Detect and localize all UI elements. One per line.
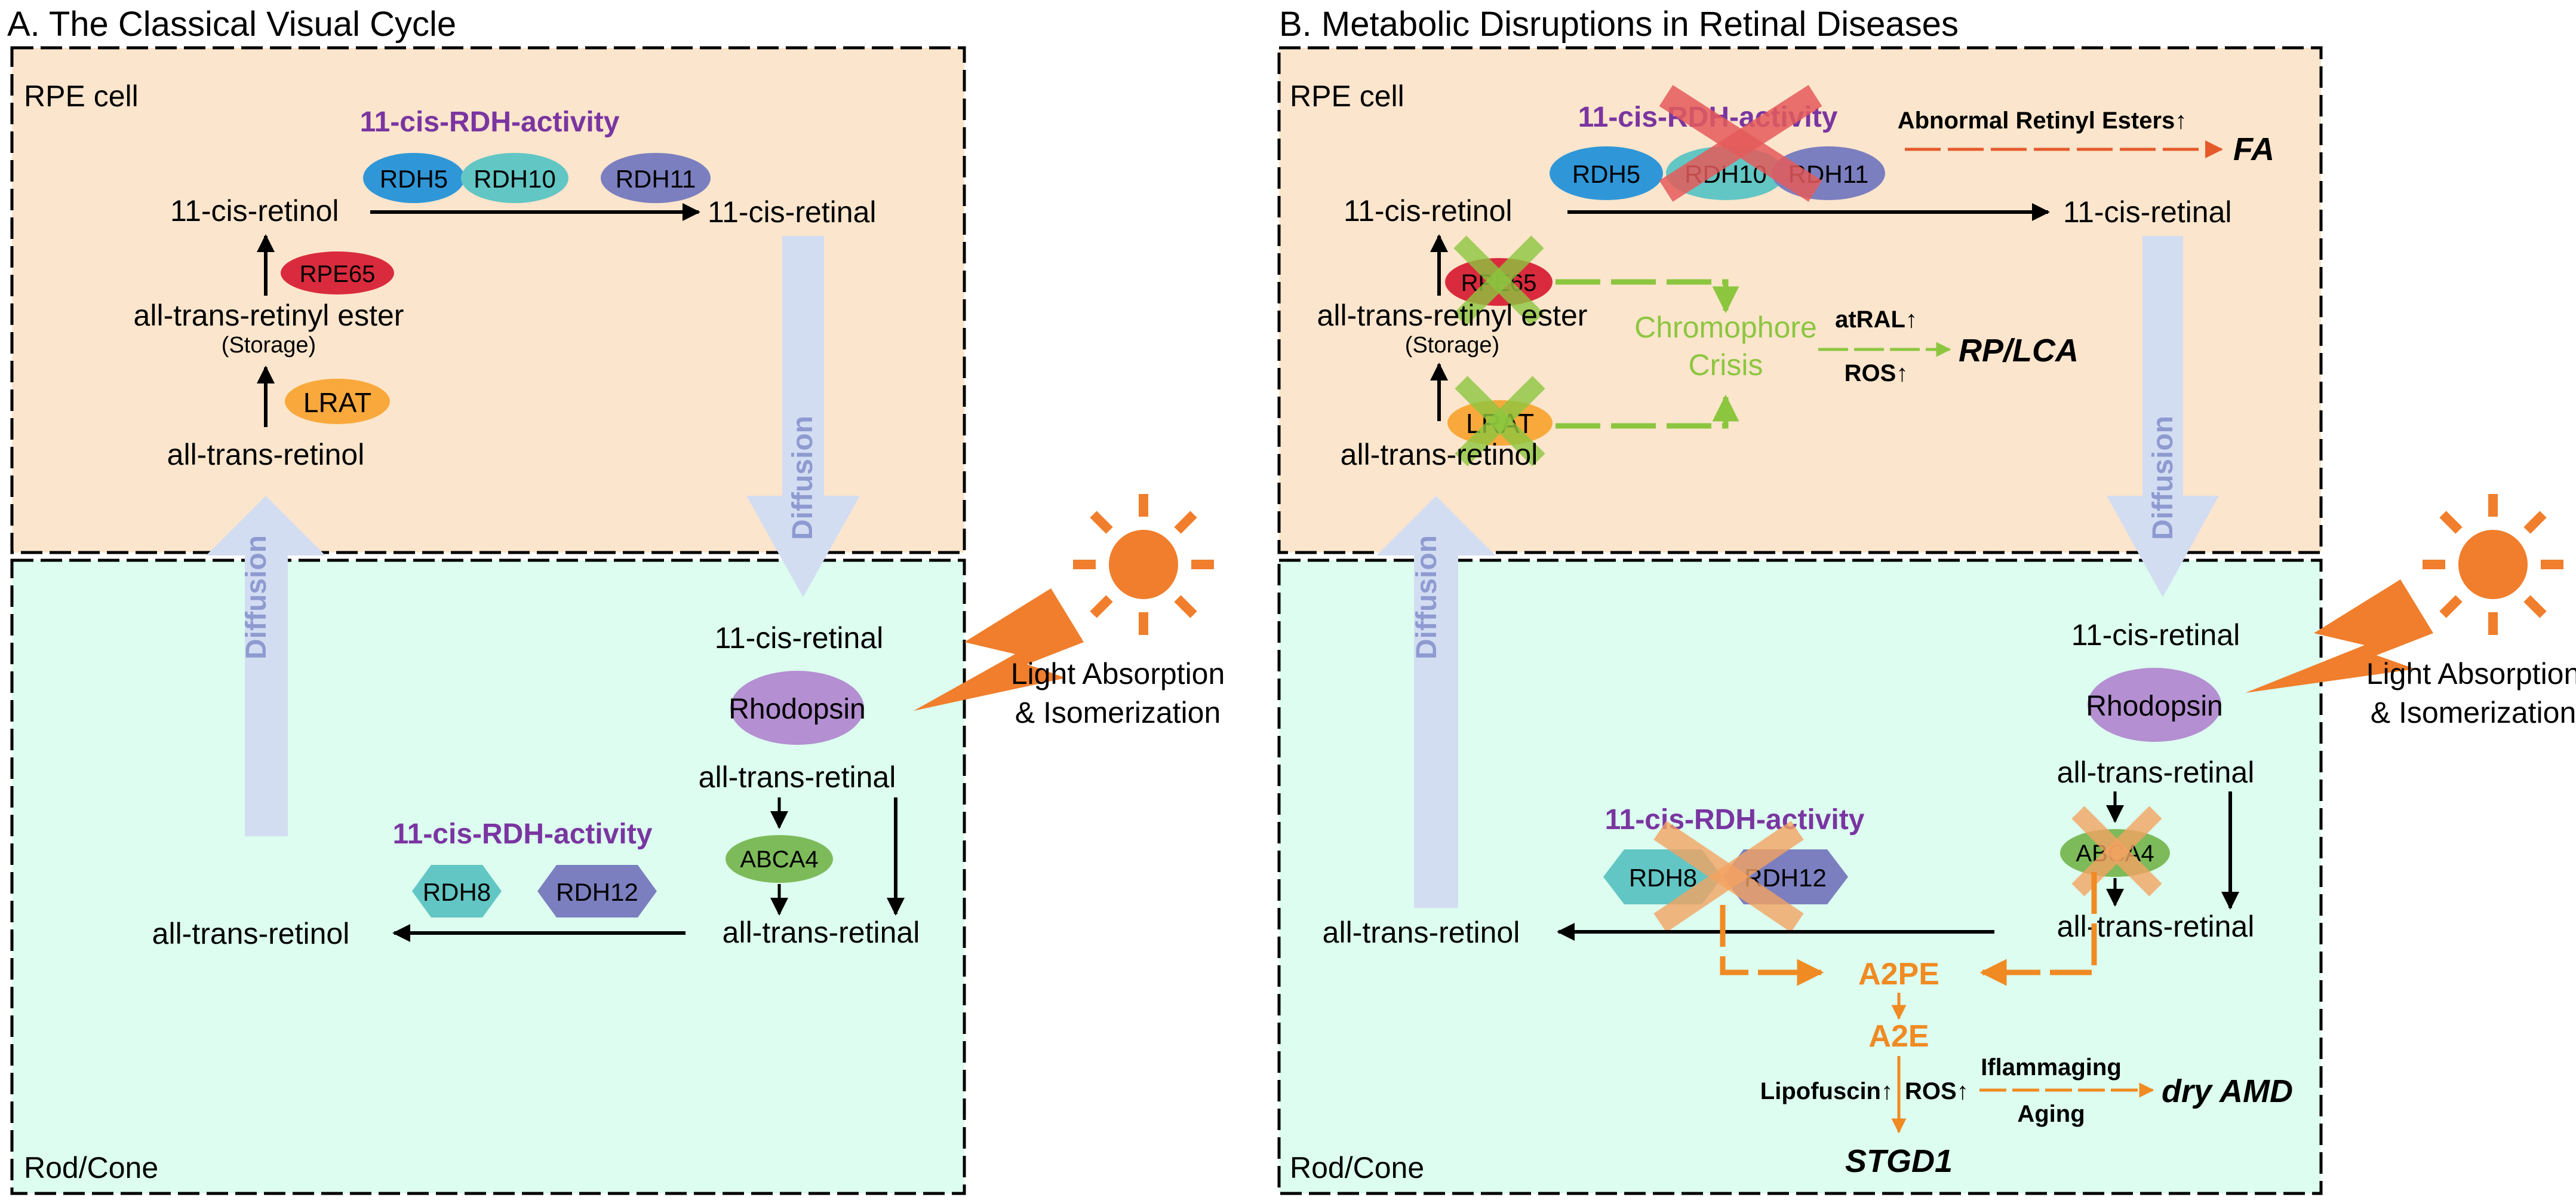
cis-retinol-label-b: 11-cis-retinol — [1344, 194, 1513, 228]
rhodopsin-protein — [730, 671, 864, 745]
storage-label-b: (Storage) — [1405, 333, 1499, 358]
storage-label: (Storage) — [222, 333, 316, 358]
block-cross-abca4 — [2071, 806, 2162, 897]
rdh12-enzyme — [537, 865, 657, 917]
rdh11-enzyme — [601, 153, 711, 203]
trans-retinal-2-label-b: all-trans-retinal — [2057, 910, 2255, 943]
trans-retinal-1-label-b: all-trans-retinal — [2057, 756, 2255, 789]
isomerization-label: & Isomerization — [1015, 696, 1221, 729]
green-path-lrat — [1556, 394, 1739, 429]
diffusion-label-left-b: Diffusion — [1411, 535, 1443, 659]
rpe65-label: RPE65 — [300, 261, 376, 287]
rdh5-label: RDH5 — [380, 165, 448, 193]
trans-retinal-2-label: all-trans-retinal — [723, 916, 920, 949]
abnormal-esters-label: Abnormal Retinyl Esters↑ — [1898, 108, 2187, 134]
a2e-label: A2E — [1868, 1019, 1929, 1054]
diffusion-label-right-b: Diffusion — [2147, 416, 2179, 540]
rod-cone-label: Rod/Cone — [24, 1151, 158, 1184]
trans-retinol-bottom-label-b: all-trans-retinol — [1323, 916, 1520, 949]
panel-b-title: B. Metabolic Disruptions in Retinal Dise… — [1279, 5, 1959, 44]
lipofuscin-label: Lipofuscin↑ — [1760, 1078, 1893, 1104]
light-absorption-label: Light Absorption — [1011, 657, 1225, 691]
lightning-bolt-icon-b — [2245, 579, 2433, 693]
rdh5-enzyme-b — [1550, 146, 1663, 200]
rdh8-enzyme — [412, 865, 502, 917]
trans-retinal-1-label: all-trans-retinal — [699, 760, 896, 794]
rhodopsin-protein-b — [2088, 668, 2221, 742]
retinyl-ester-label-b: all-trans-retinyl ester — [1317, 299, 1588, 332]
ros-top-label: ROS↑ — [1845, 360, 1908, 386]
panel-a: A. The Classical Visual Cycle RPE cell R… — [7, 5, 1225, 1195]
block-cross-rpe65 — [1453, 235, 1544, 326]
block-cross-rdh — [1659, 85, 1822, 202]
rdh8-label-b: RDH8 — [1629, 864, 1697, 892]
ros-bottom-label: ROS↑ — [1905, 1078, 1969, 1104]
cis-retinal-top-label-b: 11-cis-retinal — [2063, 195, 2232, 229]
rp-lca-label: RP/LCA — [1959, 333, 2079, 369]
trans-retinol-top-label-b: all-trans-retinol — [1341, 438, 1538, 471]
block-cross-rdh8-rdh12 — [1653, 821, 1804, 932]
rdh-activity-label-top: 11-cis-RDH-activity — [360, 106, 620, 138]
rpe-cell-label-b: RPE cell — [1290, 79, 1404, 113]
isomerization-label-b: & Isomerization — [2371, 696, 2576, 729]
lrat-label: LRAT — [303, 387, 371, 418]
sun-icon — [1073, 494, 1214, 635]
rdh8-label: RDH8 — [423, 878, 491, 906]
atral-label: atRAL↑ — [1835, 306, 1917, 333]
stgd1-label: STGD1 — [1845, 1143, 1953, 1179]
lrat-enzyme — [285, 379, 390, 424]
rdh-activity-label-bottom-b: 11-cis-RDH-activity — [1605, 804, 1865, 836]
diffusion-label-left: Diffusion — [241, 535, 272, 659]
rdh10-enzyme — [461, 153, 568, 203]
rpe-cell-label: RPE cell — [24, 79, 139, 113]
cis-retinal-bottom-label: 11-cis-retinal — [715, 621, 884, 655]
panel-b: B. Metabolic Disruptions in Retinal Dise… — [1277, 5, 2576, 1195]
cis-retinal-top-label: 11-cis-retinal — [708, 195, 877, 229]
lightning-bolt-icon — [914, 588, 1084, 711]
block-cross-lrat — [1455, 376, 1545, 467]
green-path-rpe65 — [1556, 279, 1739, 314]
abca4-label: ABCA4 — [740, 846, 818, 873]
diffusion-arrow-up-b — [1376, 496, 1496, 908]
chromophore-label-2: Crisis — [1689, 348, 1763, 382]
diffusion-arrow-down — [746, 236, 860, 597]
iflammaging-label: Iflammaging — [1981, 1054, 2122, 1081]
trans-retinol-bottom-label: all-trans-retinol — [152, 917, 350, 950]
rdh-activity-label-bottom: 11-cis-RDH-activity — [393, 818, 653, 850]
rdh11-label: RDH11 — [616, 165, 696, 193]
dry-amd-label: dry AMD — [2162, 1073, 2293, 1109]
diffusion-label-right: Diffusion — [787, 416, 819, 540]
trans-retinol-top-label: all-trans-retinol — [167, 438, 365, 471]
rdh5-label-b: RDH5 — [1572, 160, 1640, 188]
diffusion-arrow-down-b — [2107, 236, 2219, 597]
fa-label: FA — [2233, 131, 2274, 167]
aging-label: Aging — [2017, 1101, 2085, 1127]
panel-a-title: A. The Classical Visual Cycle — [7, 5, 456, 44]
rdh5-enzyme — [363, 153, 465, 203]
orange-path-from-abca4 — [1979, 872, 2097, 986]
cis-retinal-bottom-label-b: 11-cis-retinal — [2071, 618, 2240, 652]
diffusion-arrow-up — [206, 496, 325, 836]
orange-path-from-rdh — [1720, 905, 1824, 986]
rhodopsin-label-b: Rhodopsin — [2086, 691, 2223, 722]
a2pe-label: A2PE — [1858, 957, 1939, 992]
abca4-protein — [726, 835, 833, 883]
rdh12-label: RDH12 — [556, 878, 638, 906]
retinyl-ester-label: all-trans-retinyl ester — [134, 299, 404, 332]
rod-cone-label-b: Rod/Cone — [1290, 1151, 1424, 1184]
rhodopsin-label: Rhodopsin — [728, 693, 866, 725]
light-absorption-label-b: Light Absorption — [2366, 657, 2576, 691]
sun-icon-b — [2423, 494, 2563, 635]
chromophore-label-1: Chromophore — [1634, 311, 1817, 344]
rdh10-label: RDH10 — [474, 165, 556, 193]
cis-retinol-label: 11-cis-retinol — [170, 194, 339, 228]
rpe65-enzyme — [281, 251, 394, 294]
